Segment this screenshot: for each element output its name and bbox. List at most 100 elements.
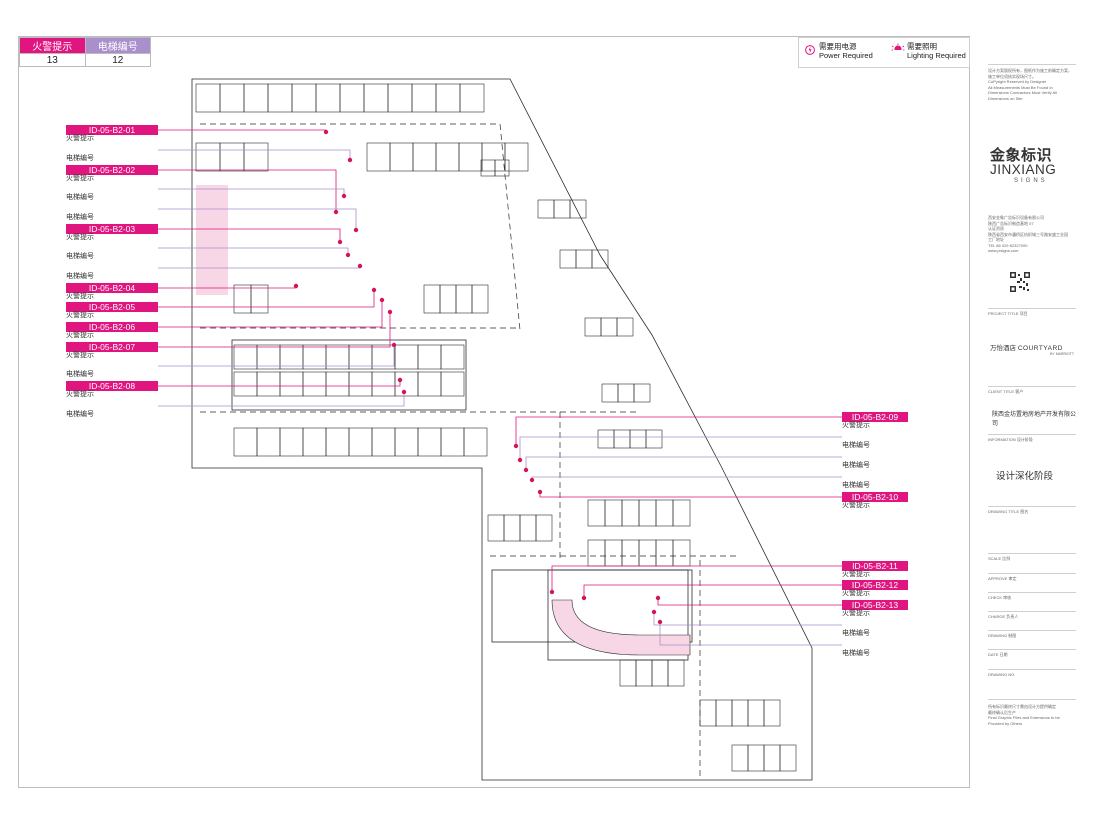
parking-stall <box>655 499 674 527</box>
parking-stall <box>667 659 685 687</box>
sign-marker <box>323 129 329 135</box>
parking-row-diag-2 <box>559 249 609 269</box>
sign-marker <box>337 239 343 245</box>
leader-line <box>659 622 842 646</box>
parking-stall <box>315 83 341 113</box>
fire-count-header: 火警提示 <box>19 37 86 54</box>
sign-marker <box>379 297 385 303</box>
sign-marker <box>581 595 587 601</box>
field-check: CHECK 审核 <box>988 595 1012 600</box>
parking-row-lower-left <box>487 514 553 542</box>
design-stage: 设计深化阶段 <box>996 471 1054 482</box>
callout-id-06-b2-05: ID-06-B2-05 <box>88 263 136 273</box>
callout-caption: 电梯编号 <box>66 253 94 260</box>
callout-caption: 电梯编号 <box>842 462 870 469</box>
parking-stall <box>256 371 281 397</box>
title-block: 设计方案版权所有，图纸作为施工前确定方案， 施工单位须核实现场尺寸。 CoPyr… <box>988 50 1076 780</box>
parking-row-diag-1 <box>537 199 587 219</box>
parking-stall <box>494 159 510 177</box>
callout-id-05-b2-04: ID-05-B2-04 <box>66 283 158 293</box>
brand-name-cn: 金象标识 <box>990 147 1053 164</box>
parking-stall <box>411 83 437 113</box>
parking-row-bottom-left <box>233 427 488 457</box>
callout-caption: 电梯编号 <box>842 482 870 489</box>
parking-row-diag-4 <box>601 383 651 403</box>
parking-stall <box>601 383 619 403</box>
parking-stall <box>553 199 571 219</box>
parking-stall <box>604 499 623 527</box>
leader-line <box>158 208 357 230</box>
parking-stall <box>233 344 258 370</box>
ramp-curve <box>551 599 691 656</box>
callout-id-06-b2-02: ID-06-B2-02 <box>88 184 136 194</box>
parking-stall <box>747 699 765 727</box>
callout-id-05-b2-11: ID-05-B2-11 <box>842 561 908 571</box>
sign-marker <box>345 252 351 258</box>
parking-stall <box>363 83 389 113</box>
project-title-label: PROJECT TITLE 项目 <box>988 311 1028 316</box>
leader-line <box>515 416 842 446</box>
callout-id-05-b2-03: ID-05-B2-03 <box>66 224 158 234</box>
leader-line <box>158 300 383 328</box>
parking-col-right-a <box>480 159 510 177</box>
sign-marker <box>333 209 339 215</box>
parking-row-mid-left <box>233 284 269 314</box>
sign-marker <box>513 443 519 449</box>
parking-stall <box>302 371 327 397</box>
parking-stall <box>256 427 281 457</box>
parking-stall <box>537 199 555 219</box>
parking-stall <box>621 499 640 527</box>
parking-stall <box>302 344 327 370</box>
callout-caption: 火警提示 <box>66 312 94 319</box>
parking-stall <box>487 514 505 542</box>
drawing-title-label: DRAWING TITLE 图名 <box>988 509 1029 514</box>
parking-stall <box>779 744 797 772</box>
callout-id-06-b2-11: ID-06-B2-11 <box>852 620 898 630</box>
ramp-room-wall <box>547 569 689 661</box>
leader-line <box>158 392 405 407</box>
parking-stall <box>481 142 506 172</box>
drawing-frame <box>18 36 970 788</box>
parking-row-south-1 <box>699 699 781 727</box>
parking-stall <box>256 344 281 370</box>
callout-id-05-b2-02: ID-05-B2-02 <box>66 165 158 175</box>
leader-line <box>657 598 842 606</box>
legend-lighting: 需要照明 Lighting Required <box>907 42 966 60</box>
callout-id-06-b2-03: ID-06-B2-03 <box>88 204 136 214</box>
callout-id-05-b2-05: ID-05-B2-05 <box>66 302 158 312</box>
copyright-notes: 设计方案版权所有，图纸作为施工前确定方案， 施工单位须核实现场尺寸。 CoPyr… <box>988 68 1072 101</box>
callout-caption: 火警提示 <box>66 234 94 241</box>
leader-line <box>583 584 842 598</box>
callout-caption: 火警提示 <box>66 175 94 182</box>
sign-marker <box>651 609 657 615</box>
callout-caption: 火警提示 <box>842 502 870 509</box>
parking-stall <box>348 344 373 370</box>
parking-stall <box>503 514 521 542</box>
parking-stall <box>417 371 442 397</box>
callout-caption: 电梯编号 <box>66 194 94 201</box>
parking-row-core-2 <box>233 371 465 397</box>
parking-stall <box>435 83 461 113</box>
parking-stall <box>302 427 327 457</box>
parking-stall <box>597 429 615 449</box>
callout-id-06-b2-12: ID-06-B2-12 <box>851 640 899 650</box>
callout-caption: 电梯编号 <box>66 411 94 418</box>
legend-power-en: Power Required <box>819 51 873 60</box>
parking-stall <box>629 429 647 449</box>
sign-marker <box>371 287 377 293</box>
sign-marker <box>391 342 397 348</box>
parking-stall <box>715 699 733 727</box>
callout-id-05-b2-06: ID-05-B2-06 <box>66 322 158 332</box>
parking-stall <box>616 317 634 337</box>
callout-caption: 电梯编号 <box>66 273 94 280</box>
parking-stall <box>325 427 350 457</box>
leader-line <box>158 149 351 160</box>
leader-line <box>158 129 327 132</box>
parking-stall <box>394 371 419 397</box>
parking-core-wall <box>231 339 467 411</box>
parking-stall <box>559 249 577 269</box>
callout-id-05-b2-09: ID-05-B2-09 <box>842 412 908 422</box>
callout-id-06-b2-10: ID-06-B2-10 <box>851 472 899 482</box>
sign-marker <box>517 457 523 463</box>
parking-stall <box>459 83 485 113</box>
